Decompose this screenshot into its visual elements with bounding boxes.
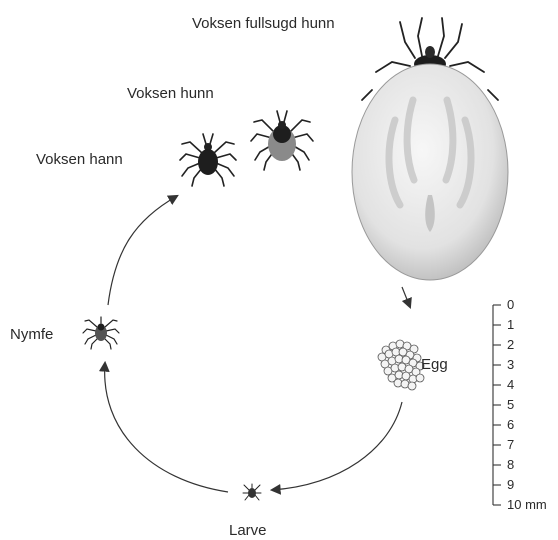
scale-tick-label: 0 (507, 298, 514, 312)
arrow-eggs-to-larva (272, 402, 402, 490)
scale-tick-label: 4 (507, 378, 514, 392)
life-cycle-arrows (105, 196, 410, 492)
label-adult-female: Voksen hunn (127, 85, 214, 103)
label-egg: Egg (421, 356, 448, 374)
scale-tick-label: 3 (507, 358, 514, 372)
arrow-larva-to-nymph (105, 363, 228, 492)
scale-tick-label: 2 (507, 338, 514, 352)
label-larva: Larve (229, 522, 267, 540)
label-engorged-female: Voksen fullsugd hunn (192, 15, 335, 33)
scale-tick-label: 6 (507, 418, 514, 432)
label-adult-male: Voksen hann (36, 151, 123, 169)
adult-male-tick-icon (180, 134, 236, 186)
egg-cluster-icon (378, 340, 424, 390)
nymph-tick-icon (83, 317, 119, 349)
scale-tick-label: 9 (507, 478, 514, 492)
mm-scale (493, 305, 501, 505)
adult-female-tick-icon (251, 111, 313, 170)
arrow-engorged-to-eggs (402, 287, 410, 307)
arrow-nymph-to-adults (108, 196, 177, 305)
scale-tick-label: 5 (507, 398, 514, 412)
scale-tick-label: 8 (507, 458, 514, 472)
label-nymph: Nymfe (10, 326, 53, 344)
scale-tick-label: 1 (507, 318, 514, 332)
larva-tick-icon (243, 484, 261, 500)
scale-tick-label: 10 mm (507, 498, 547, 512)
scale-tick-label: 7 (507, 438, 514, 452)
engorged-tick-icon (352, 18, 508, 280)
